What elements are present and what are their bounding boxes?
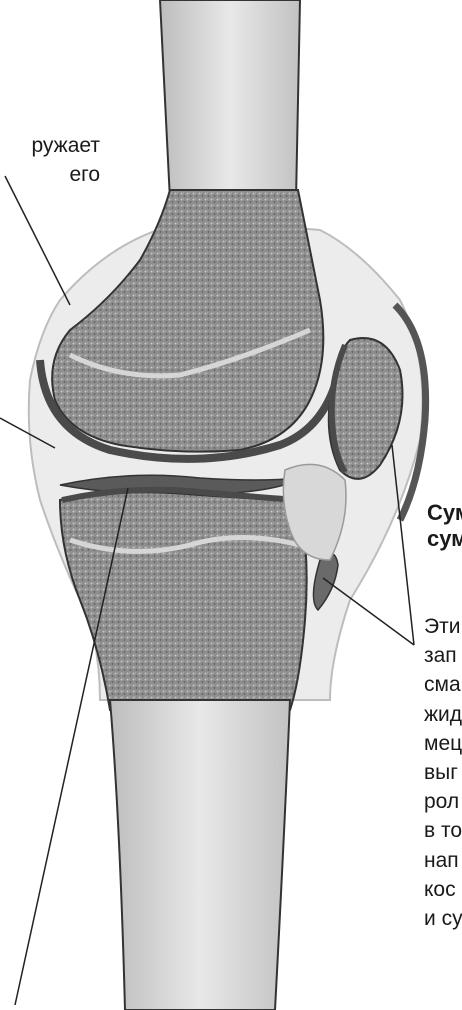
- bursa-line-7: рол: [424, 787, 462, 816]
- capsule-label-line-1: ружает: [0, 131, 100, 160]
- bursa-line-2: зап: [424, 641, 462, 670]
- bursa-line-5: мец: [424, 729, 462, 758]
- bursa-title-line-2: сум: [427, 526, 462, 552]
- bursa-title: Сум сум: [427, 500, 462, 552]
- bursa-title-line-1: Сум: [427, 500, 462, 526]
- bursa-line-1: Эти: [424, 612, 462, 641]
- femur-shaft: [160, 0, 300, 200]
- bursa-line-11: и су: [424, 904, 462, 933]
- bursa-line-10: кос: [424, 875, 462, 904]
- capsule-label: ружает его: [0, 131, 100, 189]
- bursa-line-8: в то: [424, 816, 462, 845]
- bursa-line-9: нап: [424, 846, 462, 875]
- bursa-line-6: выг: [424, 758, 462, 787]
- tibia-shaft: [110, 700, 290, 1010]
- femur-head: [52, 190, 323, 452]
- bursa-line-3: сма: [424, 670, 462, 699]
- tibia-head: [60, 492, 307, 710]
- capsule-label-line-2: его: [0, 160, 100, 189]
- bursa-line-4: жид: [424, 700, 462, 729]
- leader-line-capsule: [5, 176, 70, 305]
- bursa-description: Эти зап сма жид мец выг рол в то нап кос…: [424, 612, 462, 933]
